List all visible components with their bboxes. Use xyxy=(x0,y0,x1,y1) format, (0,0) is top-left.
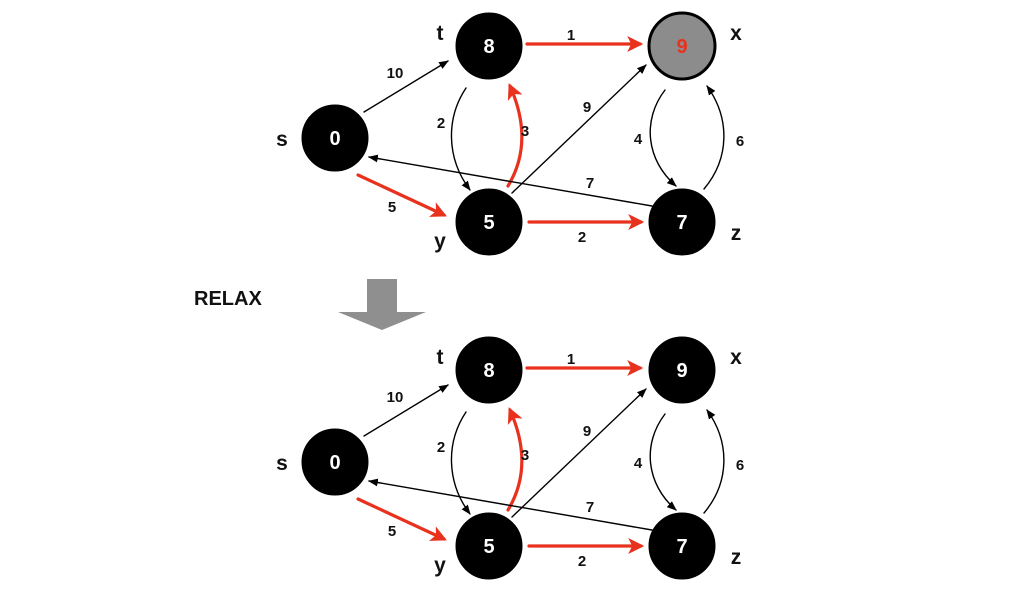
edge-weight-x-z: 4 xyxy=(634,455,643,472)
edge-weight-z-s: 7 xyxy=(586,175,594,192)
node-name-x: x xyxy=(730,22,742,45)
edge-y-t-shortest-path xyxy=(506,83,524,188)
node-name-z: z xyxy=(731,546,742,569)
node-x: 9x xyxy=(648,336,742,404)
edge-weight-t-x: 1 xyxy=(567,351,575,368)
edge-s-y-shortest-path xyxy=(356,497,447,541)
edge-weight-y-x: 9 xyxy=(583,99,591,116)
edge-weight-y-x: 9 xyxy=(583,423,591,440)
node-distance-t: 8 xyxy=(483,36,494,58)
edge-s-t xyxy=(363,60,449,113)
node-name-t: t xyxy=(437,346,444,369)
node-circle-z xyxy=(648,188,716,256)
edge-y-t-shortest-path xyxy=(506,407,524,512)
node-circle-s xyxy=(301,428,369,496)
node-distance-y: 5 xyxy=(483,212,494,234)
node-circle-s xyxy=(301,104,369,172)
edge-weight-y-t: 3 xyxy=(521,123,529,140)
node-name-s: s xyxy=(276,452,288,475)
edge-weight-y-t: 3 xyxy=(521,447,529,464)
node-t: 8t xyxy=(437,336,523,404)
node-distance-s: 0 xyxy=(329,128,340,150)
node-name-z: z xyxy=(731,222,742,245)
node-circle-x xyxy=(648,336,716,404)
node-name-s: s xyxy=(276,128,288,151)
edges: 10 5 1 2 3 9 2 4 6 7 xyxy=(356,27,744,246)
edge-t-y xyxy=(450,411,471,515)
node-name-y: y xyxy=(434,230,446,253)
edge-z-x xyxy=(703,85,725,190)
node-s: 0s xyxy=(276,104,369,172)
node-name-y: y xyxy=(434,554,446,577)
node-s: 0s xyxy=(276,428,369,496)
edge-t-y xyxy=(450,87,471,191)
node-circle-y xyxy=(455,188,523,256)
edge-weight-y-z: 2 xyxy=(578,553,586,570)
edge-weight-t-y: 2 xyxy=(437,115,445,132)
edges: 10 5 1 2 3 9 2 4 6 7 xyxy=(356,351,744,570)
edge-weight-z-x: 6 xyxy=(736,133,744,150)
relax-step: RELAX xyxy=(194,279,426,330)
edge-x-z xyxy=(649,413,677,511)
relax-label: RELAX xyxy=(194,288,262,310)
edge-s-t xyxy=(363,384,449,437)
edge-weight-s-t: 10 xyxy=(387,65,404,82)
edge-z-x xyxy=(703,409,725,514)
node-circle-t xyxy=(455,336,523,404)
node-circle-y xyxy=(455,512,523,580)
node-distance-z: 7 xyxy=(676,536,687,558)
node-name-t: t xyxy=(437,22,444,45)
node-name-x: x xyxy=(730,346,742,369)
edge-weight-x-z: 4 xyxy=(634,131,643,148)
node-y: 5y xyxy=(434,512,523,580)
node-circle-x xyxy=(647,11,717,81)
edge-z-s xyxy=(368,154,653,207)
edge-weight-y-z: 2 xyxy=(578,229,586,246)
edge-weight-z-x: 6 xyxy=(736,457,744,474)
edge-z-s xyxy=(368,478,653,531)
node-t: 8t xyxy=(437,12,523,80)
edge-weight-t-x: 1 xyxy=(567,27,575,44)
edge-s-y-shortest-path xyxy=(356,173,447,217)
node-y: 5y xyxy=(434,188,523,256)
edge-weight-s-y: 5 xyxy=(388,523,396,540)
edge-weight-t-y: 2 xyxy=(437,439,445,456)
node-distance-x: 9 xyxy=(676,360,687,382)
edge-weight-s-y: 5 xyxy=(388,199,396,216)
edge-y-x xyxy=(511,388,647,518)
node-circle-z xyxy=(648,512,716,580)
node-distance-z: 7 xyxy=(676,212,687,234)
down-arrow-icon xyxy=(338,279,426,330)
edge-x-z xyxy=(649,89,677,187)
node-x: 9x xyxy=(647,11,742,81)
node-circle-t xyxy=(455,12,523,80)
node-distance-s: 0 xyxy=(329,452,340,474)
node-distance-t: 8 xyxy=(483,360,494,382)
edge-weight-z-s: 7 xyxy=(586,499,594,516)
node-distance-x: 9 xyxy=(676,36,687,58)
node-distance-y: 5 xyxy=(483,536,494,558)
edge-y-x xyxy=(511,64,647,194)
edge-weight-s-t: 10 xyxy=(387,389,404,406)
